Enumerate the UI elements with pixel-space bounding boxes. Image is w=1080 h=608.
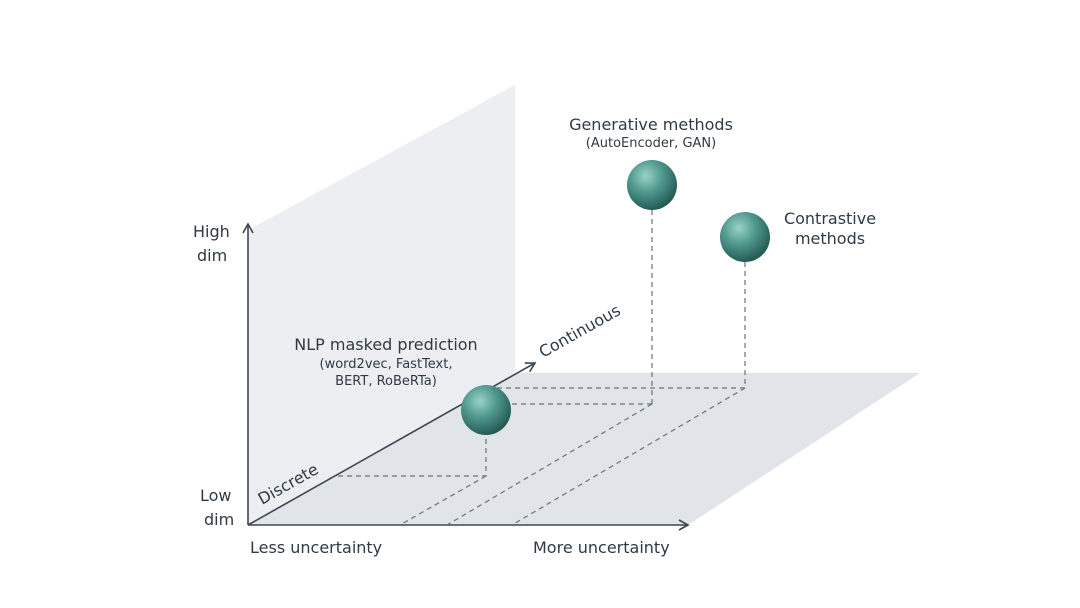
y-high-label-1: High bbox=[193, 222, 230, 241]
nlp-title: NLP masked prediction bbox=[294, 335, 477, 354]
z-far-label: Continuous bbox=[536, 301, 624, 362]
contrastive-title-2: methods bbox=[795, 229, 865, 248]
x-left-label: Less uncertainty bbox=[250, 538, 382, 557]
watermark-line2: @稀土掘金技术社区 bbox=[905, 573, 1040, 591]
nlp-sub-1: (word2vec, FastText, bbox=[320, 357, 453, 372]
y-low-label-1: Low bbox=[200, 486, 232, 505]
generative-title: Generative methods bbox=[569, 115, 733, 134]
generative-sphere bbox=[627, 160, 677, 210]
y-high-label-2: dim bbox=[197, 246, 227, 265]
contrastive-title-1: Contrastive bbox=[784, 209, 876, 228]
watermark: AI公园 @稀土掘金技术社区 bbox=[905, 547, 1040, 591]
floor-plane bbox=[248, 373, 920, 525]
nlp-sphere bbox=[461, 385, 511, 435]
watermark-line1: AI公园 bbox=[968, 547, 1028, 571]
y-low-label-2: dim bbox=[204, 510, 234, 529]
nlp-sub-2: BERT, RoBeRTa) bbox=[335, 374, 437, 389]
wechat-icon bbox=[929, 547, 962, 570]
generative-sub: (AutoEncoder, GAN) bbox=[586, 136, 716, 151]
contrastive-sphere bbox=[720, 212, 770, 262]
guide-lines bbox=[338, 210, 746, 526]
vertical-plane bbox=[248, 85, 515, 525]
x-right-label: More uncertainty bbox=[533, 538, 670, 557]
